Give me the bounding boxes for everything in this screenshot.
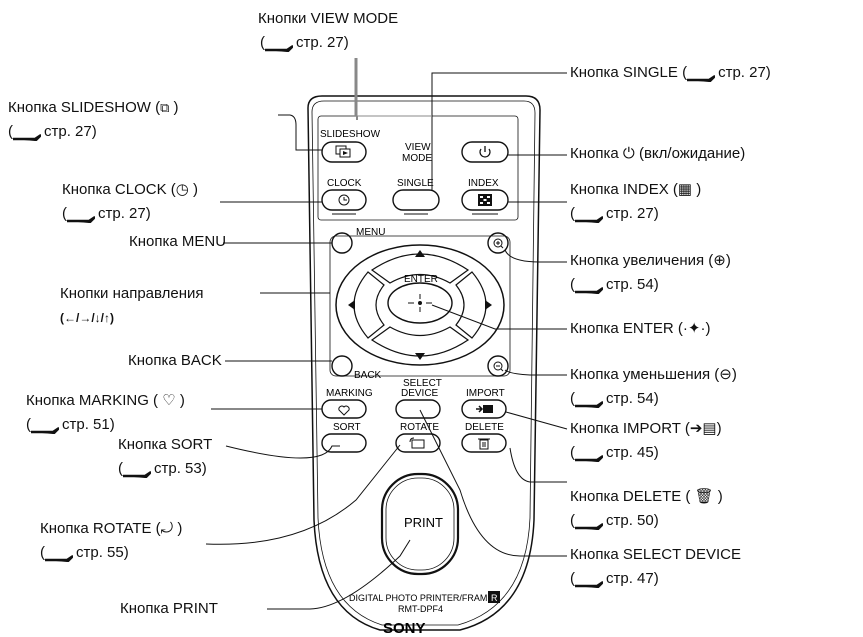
svg-text:SINGLE: SINGLE [397,178,434,189]
delete-button[interactable] [461,433,507,453]
svg-text:MODE: MODE [402,153,432,164]
svg-text:ROTATE: ROTATE [400,422,439,433]
ref-slideshow: (стр. 27) [8,123,97,142]
label-zoom-in: Кнопка увеличения (⊕) [570,252,731,269]
ref-clock: (стр. 27) [62,205,151,224]
single-button[interactable] [392,189,440,211]
svg-text:R: R [491,593,498,603]
right-button[interactable] [455,271,487,339]
svg-text:PRINT: PRINT [404,515,443,530]
sort-button[interactable] [321,433,367,453]
svg-text:DEVICE: DEVICE [401,388,439,399]
svg-text:CLOCK: CLOCK [327,178,362,189]
brand-r-logo [488,591,500,603]
label-power: Кнопка ⏻ (вкл/ожидание) [570,145,746,162]
down-button[interactable] [370,326,470,357]
left-arrow-icon [348,300,355,310]
svg-text:IMPORT: IMPORT [466,388,505,399]
arrow-right-icon [575,517,604,531]
trash-icon [478,438,490,450]
svg-text:SELECT: SELECT [403,378,442,389]
ref-import: (стр. 45) [570,444,659,463]
svg-text:DIGITAL PHOTO PRINTER/FRAME: DIGITAL PHOTO PRINTER/FRAME [349,593,493,603]
label-enter: Кнопка ENTER (·✦·) [570,320,711,337]
ref-index: (стр. 27) [570,205,659,224]
svg-text:VIEW: VIEW [405,142,431,153]
slideshow-label: SLIDESHOW [320,129,381,140]
power-icon [479,146,491,158]
left-button[interactable] [353,271,385,339]
right-arrow-icon [485,300,492,310]
ref-view-mode: (стр. 27) [260,34,349,53]
label-zoom-out: Кнопка уменьшения (⊖) [570,366,737,383]
back-button[interactable] [331,355,353,377]
arrow-right-icon [45,549,74,563]
label-back: Кнопка BACK [128,352,222,369]
label-slideshow: Кнопка SLIDESHOW (⧉ ) [8,99,179,116]
label-marking: Кнопка MARKING ( ♡ ) [26,392,185,409]
arrow-right-icon [67,210,96,224]
clock-icon [338,194,350,206]
rotate-icon [409,437,425,449]
heart-icon [338,405,350,416]
label-import: Кнопка IMPORT (➔▤) [570,420,722,437]
label-single: Кнопка SINGLE (стр. 27) [570,64,771,83]
svg-text:RMT-DPF4: RMT-DPF4 [398,604,443,614]
print-button[interactable] [380,472,460,576]
arrow-right-icon [575,281,604,295]
svg-text:MENU: MENU [356,227,385,238]
arrow-right-icon [575,575,604,589]
label-select-device: Кнопка SELECT DEVICE [570,546,741,563]
ref-select-device: (стр. 47) [570,570,659,589]
svg-text:SORT: SORT [333,422,361,433]
index-icon [478,194,492,206]
arrow-right-icon [687,69,716,83]
ref-sort: (стр. 53) [118,460,207,479]
arrow-right-icon [13,128,42,142]
import-icon [476,405,493,413]
svg-text:MARKING: MARKING [326,388,373,399]
label-clock: Кнопка CLOCK (◷ ) [62,181,198,198]
label-rotate: Кнопка ROTATE (⤾ ) [40,520,183,537]
ref-zoom-in: (стр. 54) [570,276,659,295]
index-icon: ▦ [677,181,693,198]
ref-rotate: (стр. 55) [40,544,129,563]
power-icon: ⏻ [622,145,635,162]
down-arrow-icon [415,353,425,360]
ref-marking: (стр. 51) [26,416,115,435]
zoom-in-icon [493,238,504,249]
ref-delete: (стр. 50) [570,512,659,531]
direction-pad-frame [329,235,511,377]
up-arrow-icon [415,250,425,257]
rotate-button[interactable] [395,433,441,453]
label-view-mode: Кнопки VIEW MODE [258,10,399,27]
slideshow-icon [335,145,351,158]
enter-icon [408,294,432,312]
svg-text:ENTER: ENTER [404,274,438,285]
svg-text:BACK: BACK [354,370,382,381]
arrow-right-icon [31,421,60,435]
label-index: Кнопка INDEX (▦ ) [570,181,702,198]
label-delete: Кнопка DELETE ( 🗑 ) [570,488,723,505]
arrow-right-icon [575,395,604,409]
ref-zoom-out: (стр. 54) [570,390,659,409]
label-direction: Кнопки направления [60,285,204,302]
label-print: Кнопка PRINT [120,600,218,617]
arrow-right-icon [575,210,604,224]
arrow-right-icon [123,465,152,479]
svg-text:SONY: SONY [383,620,426,637]
label-sort: Кнопка SORT [118,436,213,453]
up-button[interactable] [370,253,470,284]
select-device-button[interactable] [395,399,441,419]
label-direction-keys: (←/→/↓/↑) [60,311,114,325]
zoom-out-icon [493,361,504,372]
svg-text:INDEX: INDEX [468,178,499,189]
arrow-right-icon [265,39,294,53]
arrow-right-icon [575,449,604,463]
label-menu: Кнопка MENU [129,233,227,250]
svg-text:DELETE: DELETE [465,422,504,433]
